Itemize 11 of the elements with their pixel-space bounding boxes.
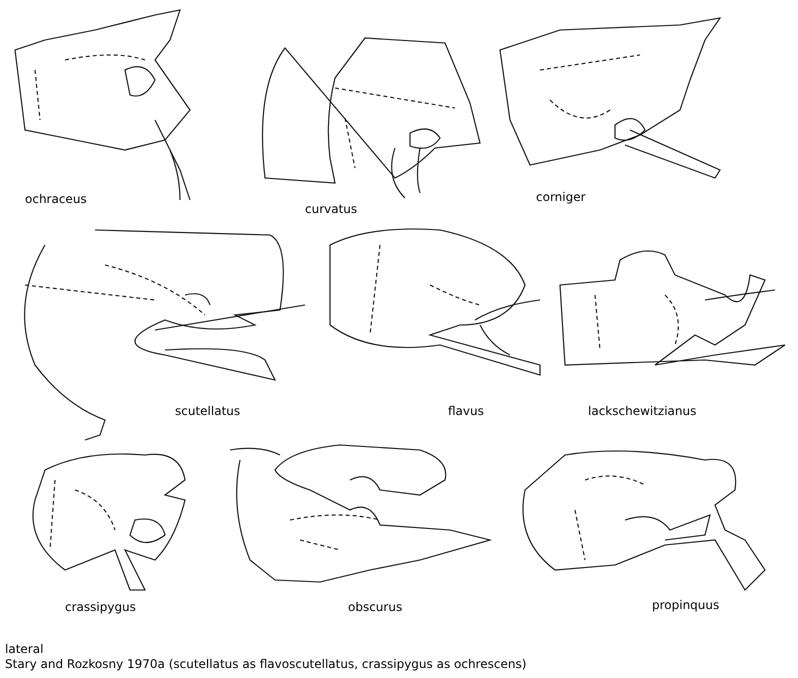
caption: Stary and Rozkosny 1970a (scutellatus as flavoscutellatus, crassipygus as ochrescens) (5, 657, 526, 671)
species-label: ochraceus (25, 192, 87, 206)
species-label: propinquus (652, 598, 720, 612)
species-label: crassipygus (65, 600, 136, 614)
species-label: scutellatus (175, 404, 240, 418)
species-label: flavus (448, 404, 484, 418)
species-label: obscurus (348, 600, 402, 614)
view-label: lateral (5, 642, 44, 656)
species-label: curvatus (305, 202, 358, 216)
species-label: corniger (536, 190, 586, 204)
species-label: lackschewitzianus (588, 404, 696, 418)
